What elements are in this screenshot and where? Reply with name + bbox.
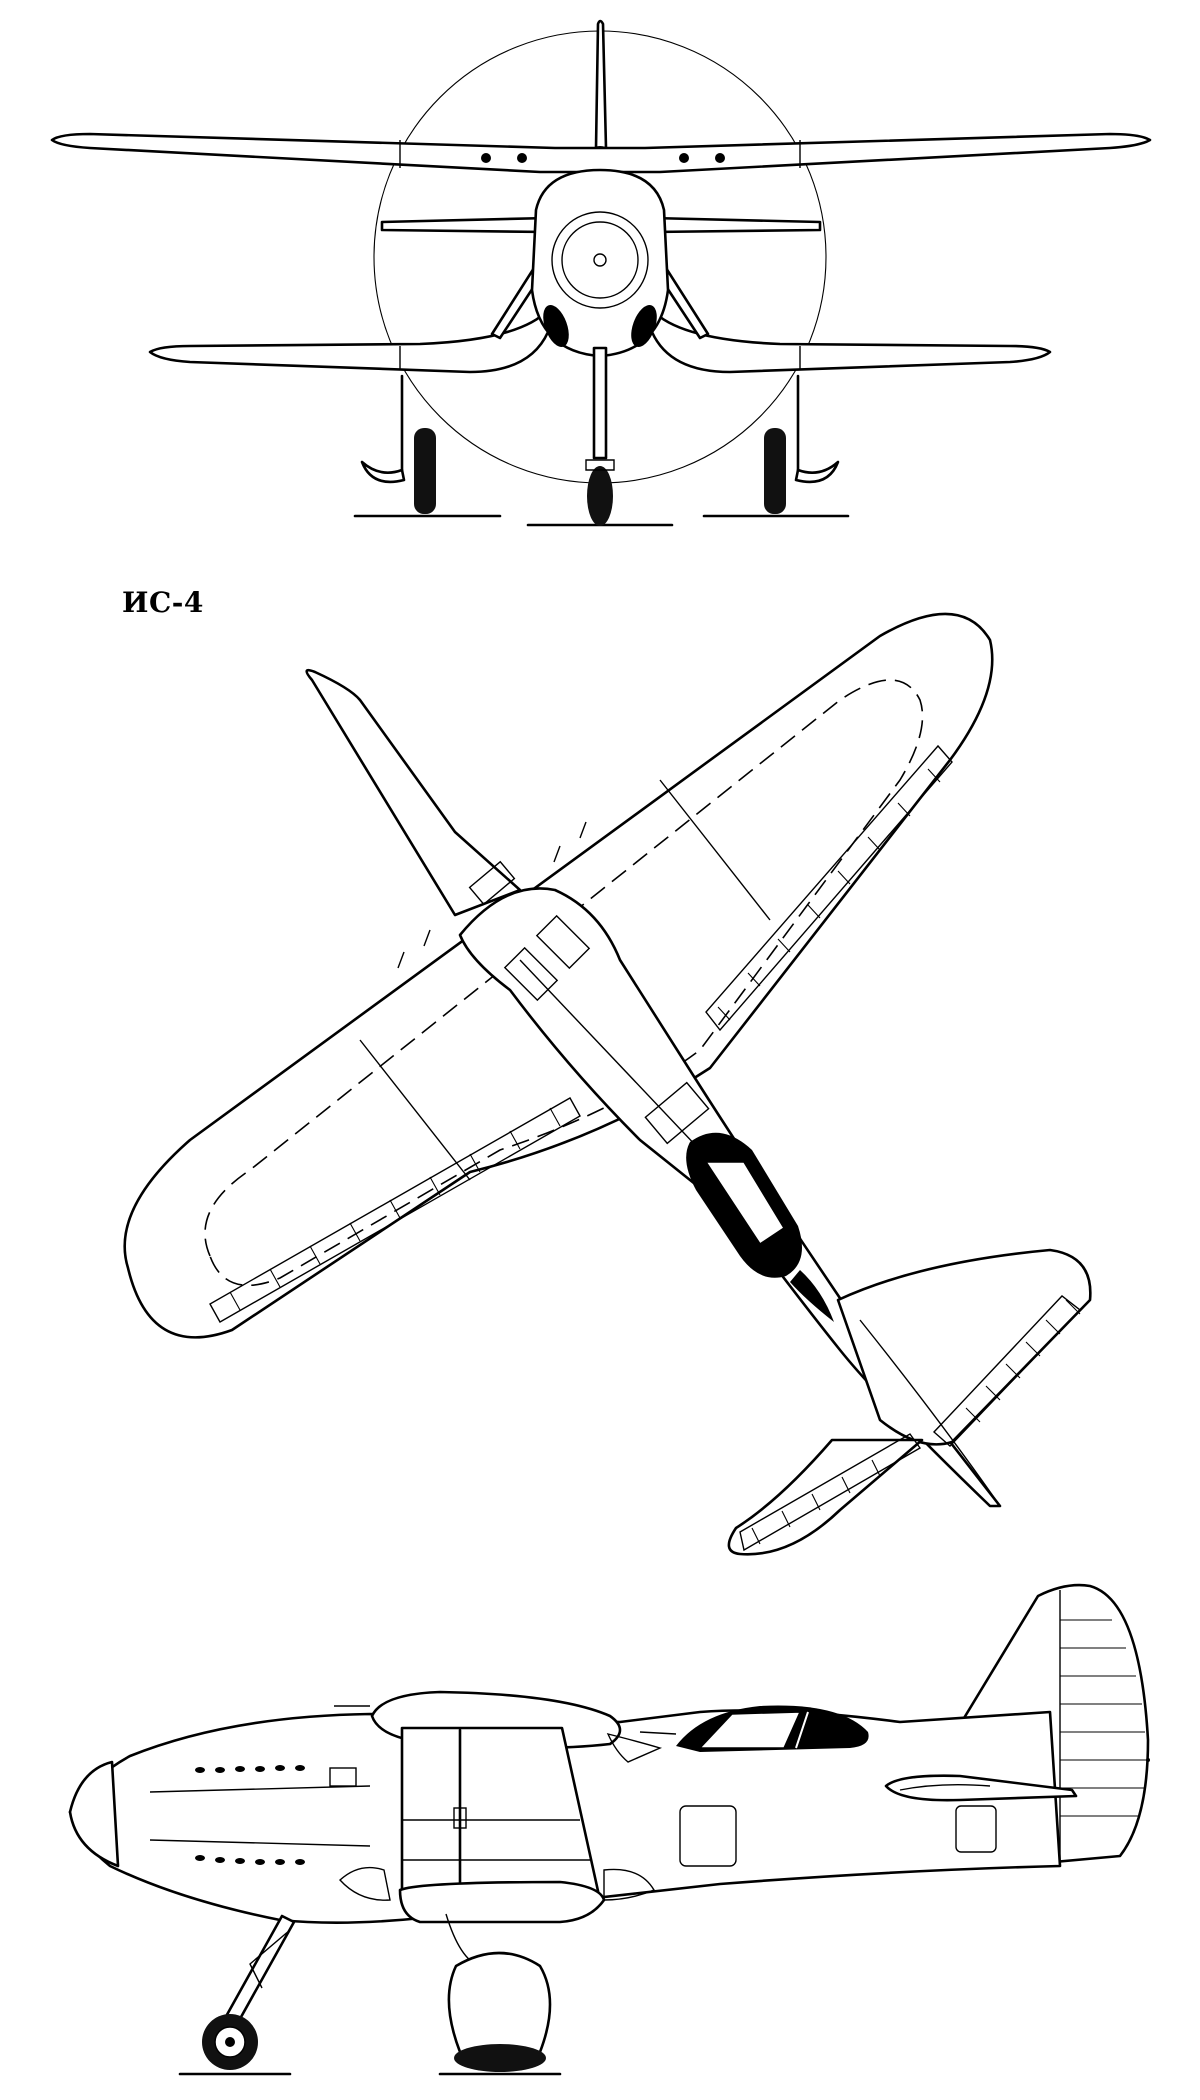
top-tailplane bbox=[836, 1248, 1092, 1446]
side-spinner bbox=[68, 1760, 120, 1868]
front-main-wheel-right bbox=[764, 428, 786, 514]
side-tailplane bbox=[884, 1774, 1078, 1802]
front-main-wheel-left bbox=[414, 428, 436, 514]
front-view bbox=[50, 19, 1152, 527]
front-nose-wheel bbox=[587, 466, 613, 526]
spinner bbox=[551, 211, 649, 309]
lower-wing bbox=[148, 308, 550, 374]
side-view bbox=[68, 1583, 1150, 2076]
upper-wing bbox=[50, 132, 1152, 174]
front-stabilizer bbox=[380, 216, 550, 234]
side-lower-wing bbox=[398, 1880, 606, 1924]
side-main-wheel-fairing bbox=[447, 1951, 552, 2054]
front-tail-fin bbox=[594, 19, 608, 150]
top-view bbox=[123, 612, 1092, 1556]
top-port-wing bbox=[305, 668, 522, 917]
side-main-wheel bbox=[454, 2044, 546, 2072]
aircraft-designation: ИС-4 bbox=[122, 586, 204, 619]
